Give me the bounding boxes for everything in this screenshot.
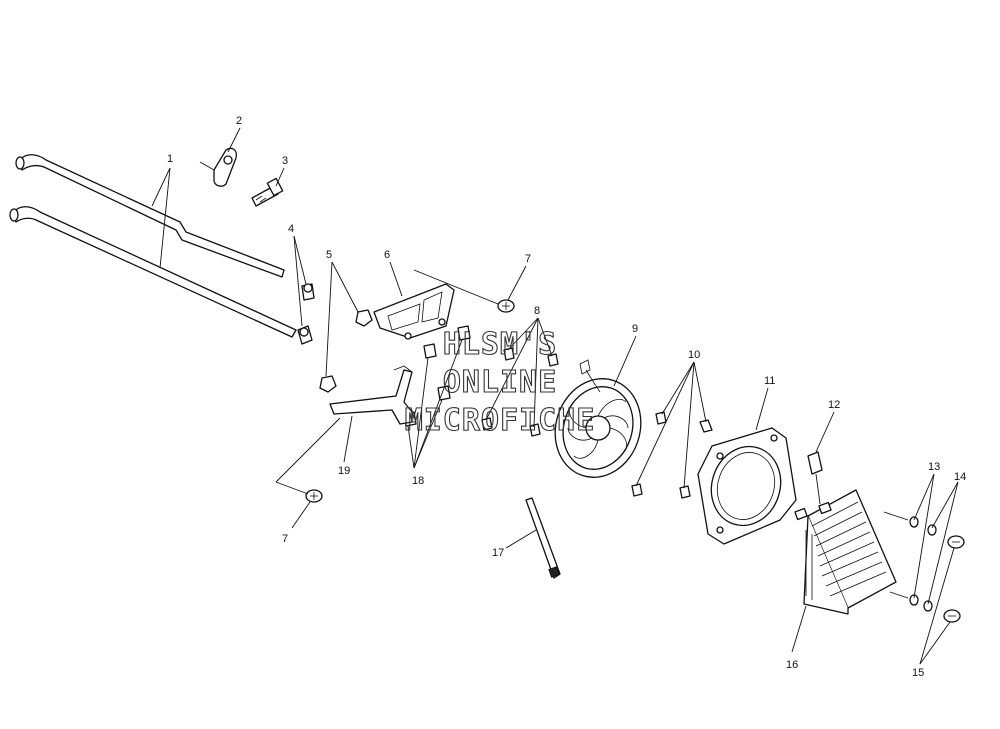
oil-line-upper xyxy=(15,154,285,278)
callout-1: 1 xyxy=(167,153,173,165)
callout-16: 16 xyxy=(786,659,798,671)
screw-lower xyxy=(305,489,323,503)
callout-4: 4 xyxy=(288,223,294,235)
callout-6: 6 xyxy=(384,249,390,261)
support-bracket xyxy=(329,365,413,425)
watermark-line-2: ONLINE xyxy=(443,365,557,400)
oil-cooler xyxy=(794,489,897,615)
watermark-line-3: MICROFICHE xyxy=(405,403,596,438)
callout-9: 9 xyxy=(632,323,638,335)
callout-11: 11 xyxy=(764,375,775,387)
callout-15: 15 xyxy=(912,667,924,679)
washers-upper xyxy=(883,511,965,549)
callout-13: 13 xyxy=(928,461,940,473)
fan-shroud xyxy=(697,427,797,545)
cable-tie xyxy=(525,497,561,579)
callout-3: 3 xyxy=(282,155,288,167)
cooler-fins xyxy=(805,501,887,600)
cooling-fan xyxy=(554,359,642,478)
callout-2: 2 xyxy=(236,115,242,127)
callout-10: 10 xyxy=(688,349,700,361)
callout-18: 18 xyxy=(412,475,424,487)
oil-line-lower xyxy=(9,206,297,338)
clips xyxy=(481,347,559,437)
clamp xyxy=(199,147,238,187)
callout-7-upper: 7 xyxy=(525,253,531,265)
callout-7-lower: 7 xyxy=(282,533,288,545)
screw-upper xyxy=(413,269,515,313)
callout-17: 17 xyxy=(492,547,504,559)
washers-lower xyxy=(889,591,961,623)
callout-14: 14 xyxy=(954,471,966,483)
callout-5: 5 xyxy=(326,249,332,261)
mounting-bracket xyxy=(373,283,455,340)
watermark: HLSM'S ONLINE MICROFICHE xyxy=(404,326,596,438)
callout-8: 8 xyxy=(534,305,540,317)
fan-clips xyxy=(631,411,713,499)
temperature-sensor xyxy=(807,451,823,505)
callout-19: 19 xyxy=(338,465,350,477)
fittings xyxy=(297,283,315,345)
watermark-line-1: HLSM'S xyxy=(443,327,557,362)
callout-12: 12 xyxy=(828,399,840,411)
leader-lines xyxy=(151,127,959,665)
nuts xyxy=(319,309,373,393)
bolt xyxy=(251,177,284,207)
callout-labels: 1 2 3 4 5 6 7 7 8 9 10 11 12 13 14 15 16… xyxy=(167,115,966,679)
